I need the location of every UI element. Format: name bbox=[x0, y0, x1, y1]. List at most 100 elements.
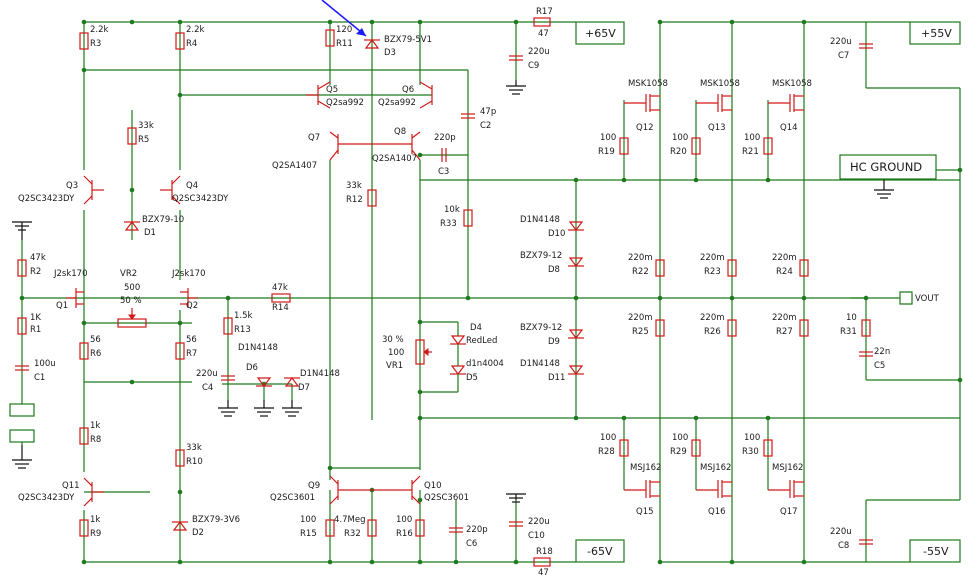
d3-symbol bbox=[364, 39, 380, 49]
input-connectors bbox=[9, 400, 35, 445]
r12-body bbox=[367, 189, 377, 207]
c6-value: 220p bbox=[466, 525, 488, 535]
q10-ref: Q10 bbox=[424, 481, 442, 491]
d5-symbol bbox=[450, 365, 466, 375]
q16-part: MSJ162 bbox=[700, 463, 731, 473]
r7-ref: R7 bbox=[186, 349, 197, 359]
q2-symbol bbox=[180, 288, 198, 308]
q15-part: MSJ162 bbox=[630, 463, 661, 473]
input-terminal bbox=[9, 403, 35, 417]
q9-symbol bbox=[329, 475, 372, 505]
c9-symbol bbox=[509, 55, 523, 61]
d10-symbol bbox=[568, 221, 584, 231]
r24-ref: R24 bbox=[776, 267, 793, 277]
c10-value: 220u bbox=[528, 517, 550, 527]
vr1-ref: VR1 bbox=[386, 361, 403, 371]
r11-ref: R11 bbox=[336, 39, 353, 49]
c2-symbol bbox=[461, 113, 475, 119]
r16-ref: R16 bbox=[396, 529, 413, 539]
port-pos55: +55V bbox=[909, 21, 961, 45]
r14-value: 47k bbox=[272, 283, 288, 293]
d10-ref: D10 bbox=[548, 229, 565, 239]
q8-part: Q2SA1407 bbox=[372, 154, 417, 164]
r12-value: 33k bbox=[346, 181, 362, 191]
r29-body bbox=[691, 439, 701, 457]
component-labels: 2.2k R3 2.2k R4 33k R5 47k R2 1K R1 56 R… bbox=[18, 7, 890, 578]
q13-symbol bbox=[696, 94, 732, 112]
r13-body bbox=[223, 317, 233, 335]
c2-ref: C2 bbox=[480, 121, 491, 131]
r21-value: 100 bbox=[744, 133, 760, 143]
q14-part: MSK1058 bbox=[772, 79, 812, 89]
port-vout-label: VOUT bbox=[915, 294, 940, 304]
r15-value: 100 bbox=[300, 515, 316, 525]
r10-value: 33k bbox=[186, 443, 202, 453]
q4-part: Q2SC3423DY bbox=[172, 194, 229, 204]
r26-value: 220m bbox=[700, 313, 725, 323]
r2-value: 47k bbox=[30, 253, 46, 263]
r3-body bbox=[79, 32, 89, 50]
q9-part: Q2SC3601 bbox=[270, 493, 315, 503]
d1-ref: D1 bbox=[144, 228, 156, 238]
q12-ref: Q12 bbox=[636, 123, 654, 133]
d11-part: D1N4148 bbox=[520, 359, 560, 369]
r24-body bbox=[799, 259, 809, 277]
q7-symbol bbox=[329, 131, 372, 161]
q2-ref: Q2 bbox=[186, 301, 198, 311]
d2-part: BZX79-3V6 bbox=[192, 515, 240, 525]
c9-ref: C9 bbox=[528, 61, 539, 71]
r4-value: 2.2k bbox=[186, 25, 205, 35]
q15-symbol bbox=[624, 480, 660, 498]
c5-symbol bbox=[859, 351, 873, 357]
r28-body bbox=[619, 439, 629, 457]
r5-body bbox=[127, 127, 137, 145]
r22-ref: R22 bbox=[632, 267, 649, 277]
mosfets bbox=[624, 94, 804, 498]
q17-ref: Q17 bbox=[780, 507, 798, 517]
ground-symbol bbox=[282, 400, 302, 417]
d2-symbol bbox=[172, 521, 188, 531]
r30-ref: R30 bbox=[742, 447, 759, 457]
r26-ref: R26 bbox=[704, 327, 721, 337]
d8-ref: D8 bbox=[548, 265, 560, 275]
q3-symbol bbox=[83, 175, 104, 205]
d9-symbol bbox=[568, 329, 584, 339]
c1-ref: C1 bbox=[34, 373, 45, 383]
q1-part: J2sk170 bbox=[53, 269, 88, 279]
r26-body bbox=[727, 319, 737, 337]
port-neg55-label: -55V bbox=[923, 545, 949, 558]
c4-ref: C4 bbox=[202, 383, 213, 393]
r13-ref: R13 bbox=[234, 325, 251, 335]
d3-part: BZX79-5V1 bbox=[384, 35, 432, 45]
r27-body bbox=[799, 319, 809, 337]
r1-body bbox=[17, 317, 27, 335]
c8-value: 220u bbox=[830, 527, 852, 537]
q16-symbol bbox=[696, 480, 732, 498]
r20-ref: R20 bbox=[670, 147, 687, 157]
q13-part: MSK1058 bbox=[700, 79, 740, 89]
r27-value: 220m bbox=[772, 313, 797, 323]
d10-part: D1N4148 bbox=[520, 215, 560, 225]
q2-part: J2sk170 bbox=[171, 269, 206, 279]
r21-body bbox=[763, 137, 773, 155]
vout-connector bbox=[899, 291, 913, 305]
r10-ref: R10 bbox=[186, 457, 203, 467]
c6-symbol bbox=[449, 527, 463, 533]
c3-value: 220p bbox=[434, 133, 456, 143]
d6-ref: D6 bbox=[246, 363, 258, 373]
capacitors bbox=[15, 43, 873, 545]
d4-part: RedLed bbox=[466, 336, 497, 346]
port-neg55-box bbox=[909, 539, 961, 563]
r12-ref: R12 bbox=[346, 195, 363, 205]
r29-value: 100 bbox=[672, 433, 688, 443]
r18-ref: R18 bbox=[536, 547, 553, 557]
r22-body bbox=[655, 259, 665, 277]
ground-symbol bbox=[254, 400, 274, 417]
r4-body bbox=[175, 32, 185, 50]
port-hc-ground: HC GROUND bbox=[839, 154, 937, 180]
vr1-symbol bbox=[415, 339, 432, 365]
c7-value: 220u bbox=[830, 37, 852, 47]
r4-ref: R4 bbox=[186, 39, 197, 49]
r14-ref: R14 bbox=[272, 303, 289, 313]
r23-body bbox=[727, 259, 737, 277]
